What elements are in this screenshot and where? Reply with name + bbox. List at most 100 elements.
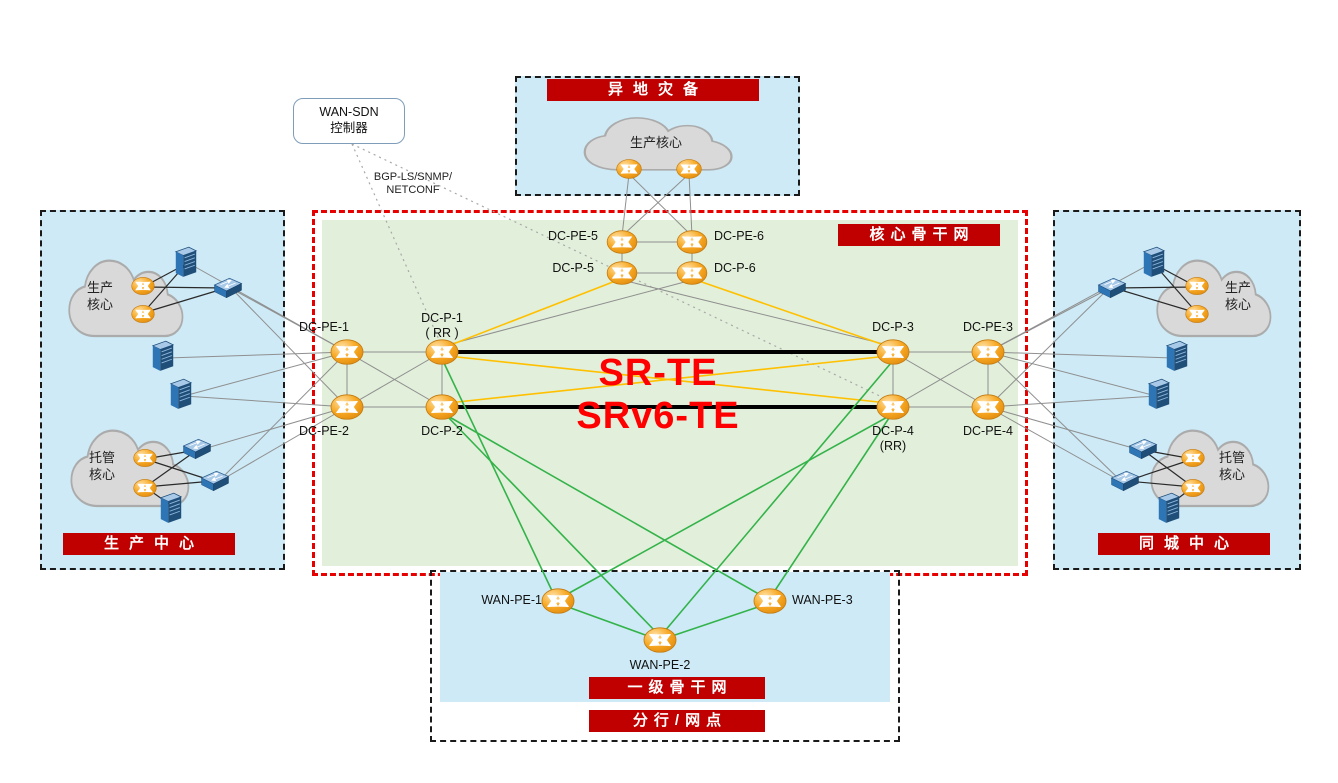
node-label-dc-p-4-line2: (RR) bbox=[879, 439, 907, 453]
link-line bbox=[183, 395, 348, 408]
router-icon-right-prod-2 bbox=[1185, 305, 1209, 324]
router-icon-dc-pe-6 bbox=[676, 230, 708, 255]
router-icon-dr-1 bbox=[616, 159, 642, 180]
link-line bbox=[445, 414, 765, 598]
router-icon-dc-p-2 bbox=[425, 394, 459, 421]
router-icon-dc-pe-1 bbox=[330, 339, 364, 366]
link-line bbox=[446, 279, 693, 346]
cloud-label-left-production-line2: 核心 bbox=[86, 297, 113, 312]
switch-icon-right-3 bbox=[1110, 469, 1140, 493]
link-line bbox=[166, 351, 348, 359]
link-line bbox=[987, 395, 1157, 408]
router-icon-dc-p-1 bbox=[425, 339, 459, 366]
node-label-wan-pe-1: WAN-PE-1 bbox=[481, 593, 542, 607]
node-label-dc-p-5: DC-P-5 bbox=[552, 261, 594, 275]
chassis-icon-left-1 bbox=[173, 245, 199, 279]
router-icon-right-hosted-2 bbox=[1181, 479, 1205, 498]
protocol-label-line2: NETCONF bbox=[386, 184, 440, 196]
router-icon-wan-pe-3 bbox=[753, 588, 787, 615]
link-line bbox=[663, 362, 892, 633]
zone-banner-tier1-backbone: 一级骨干网 bbox=[589, 677, 765, 699]
node-label-dc-p-1-line2: ( RR ) bbox=[425, 326, 459, 340]
link-line bbox=[1113, 286, 1198, 289]
link-line bbox=[142, 287, 227, 314]
cloud-label-right-production: 生产 核心 bbox=[1214, 279, 1262, 313]
link-line bbox=[987, 406, 1141, 451]
node-label-wan-pe-3: WAN-PE-3 bbox=[792, 593, 853, 607]
chassis-icon-left-3 bbox=[168, 377, 194, 411]
cloud-label-right-hosted-line2: 核心 bbox=[1218, 467, 1245, 482]
node-label-dc-p-4-line1: DC-P-4 bbox=[872, 424, 914, 438]
link-line bbox=[628, 173, 693, 237]
node-label-dc-p-3: DC-P-3 bbox=[872, 320, 914, 334]
wan-sdn-controller: WAN-SDN 控制器 bbox=[293, 98, 405, 144]
zone-banner-metro-center: 同城中心 bbox=[1098, 533, 1270, 555]
node-label-dc-p-1-line1: DC-P-1 bbox=[421, 311, 463, 325]
protocol-label-line1: BGP-LS/SNMP/ bbox=[373, 171, 453, 183]
cloud-label-left-hosted: 托管 核心 bbox=[78, 449, 126, 483]
link-line bbox=[217, 351, 348, 483]
link-line bbox=[144, 458, 214, 482]
link-line bbox=[561, 414, 892, 598]
node-label-dc-p-1: DC-P-1 ( RR ) bbox=[410, 311, 474, 341]
cloud-label-left-production: 生产 核心 bbox=[76, 279, 124, 313]
link-line bbox=[199, 406, 348, 451]
router-icon-wan-pe-1 bbox=[541, 588, 575, 615]
cloud-label-right-hosted-line1: 托管 bbox=[1218, 450, 1245, 465]
link-line bbox=[183, 351, 348, 397]
node-label-dc-pe-2: DC-PE-2 bbox=[298, 424, 349, 438]
router-icon-dc-p-6 bbox=[676, 261, 708, 286]
link-line bbox=[1113, 287, 1198, 314]
router-icon-left-hosted-1 bbox=[133, 449, 157, 468]
link-line bbox=[771, 414, 892, 596]
router-icon-dc-p-5 bbox=[606, 261, 638, 286]
router-icon-dc-pe-5 bbox=[606, 230, 638, 255]
zone-banner-production-center: 生产中心 bbox=[63, 533, 235, 555]
cloud-label-left-production-line1: 生产 bbox=[86, 280, 113, 295]
chassis-icon-left-4 bbox=[158, 491, 184, 525]
protocol-label: BGP-LS/SNMP/ NETCONF bbox=[360, 171, 466, 197]
node-label-dc-pe-1: DC-PE-1 bbox=[298, 320, 349, 334]
sr-te-links bbox=[454, 350, 881, 409]
link-line bbox=[621, 173, 630, 237]
zone-banner-disaster-recovery: 异地灾备 bbox=[547, 79, 759, 101]
router-icon-dc-p-4 bbox=[876, 394, 910, 421]
link-line bbox=[987, 351, 1174, 359]
cloud-label-dr: 生产核心 bbox=[629, 135, 682, 150]
link-line bbox=[351, 143, 441, 343]
cloud-label-right-production-line2: 核心 bbox=[1224, 297, 1251, 312]
switch-icon-right-2 bbox=[1128, 437, 1158, 461]
core-backbone-fill bbox=[322, 220, 1018, 566]
router-icon-dc-pe-4 bbox=[971, 394, 1005, 421]
zone-banner-branch: 分行/网点 bbox=[589, 710, 765, 732]
router-icon-dr-2 bbox=[676, 159, 702, 180]
cloud-label-left-hosted-line1: 托管 bbox=[88, 450, 115, 465]
link-line bbox=[447, 279, 619, 347]
link-line bbox=[621, 173, 690, 237]
cloud-label-right-hosted: 托管 核心 bbox=[1208, 449, 1256, 483]
router-icon-dc-pe-2 bbox=[330, 394, 364, 421]
srv6-te-label: SRv6-TE bbox=[576, 395, 740, 437]
wan-sdn-controller-role: 控制器 bbox=[330, 121, 368, 135]
chassis-icon-right-1 bbox=[1141, 245, 1167, 279]
link-line bbox=[621, 279, 889, 346]
link-line bbox=[987, 351, 1123, 483]
link-line bbox=[695, 279, 888, 347]
link-line bbox=[987, 263, 1151, 353]
link-line bbox=[231, 288, 348, 408]
switch-icon-left-2 bbox=[182, 437, 212, 461]
link-line bbox=[987, 406, 1123, 483]
node-label-dc-p-2: DC-P-2 bbox=[421, 424, 463, 438]
link-line bbox=[987, 351, 1157, 397]
te-path-links bbox=[447, 279, 889, 404]
cloud-label-right-production-line1: 生产 bbox=[1224, 280, 1251, 295]
switch-icon-right-1 bbox=[1097, 276, 1127, 300]
chassis-icon-right-2 bbox=[1164, 339, 1190, 373]
node-label-dc-pe-4: DC-PE-4 bbox=[962, 424, 1013, 438]
chassis-icon-right-3 bbox=[1146, 377, 1172, 411]
link-line bbox=[443, 362, 555, 596]
link-line bbox=[1142, 449, 1194, 488]
link-line bbox=[445, 414, 657, 633]
router-icon-right-prod-1 bbox=[1185, 277, 1209, 296]
